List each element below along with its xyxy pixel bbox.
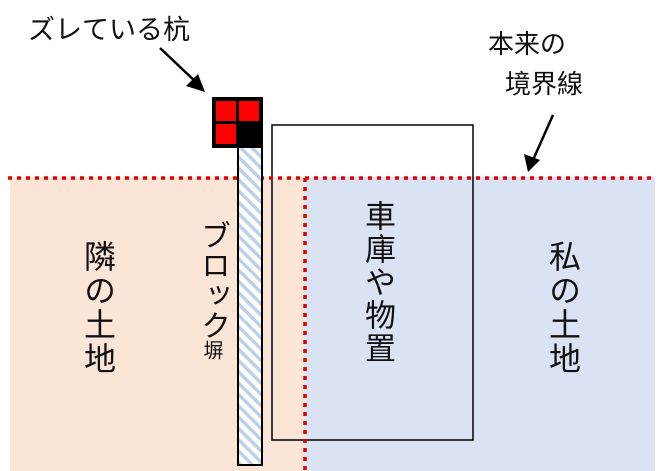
garage-label: 車庫や物置 <box>359 200 395 365</box>
block-wall-label-suffix: 塀 <box>200 340 224 360</box>
my-land-label: 私の土地 <box>544 240 582 376</box>
original-boundary-label-line2: 境界線 <box>505 70 584 100</box>
my-land-area <box>305 177 655 471</box>
original-boundary-label-line1: 本来の <box>488 30 567 60</box>
block-wall <box>237 122 263 466</box>
block-wall-label-main: ブロック <box>195 220 230 340</box>
garage-outline <box>271 124 474 441</box>
arrow-to-boundary <box>524 114 555 172</box>
shifted-pile-label: ズレている杭 <box>28 15 190 46</box>
neighbor-land-label: 隣の土地 <box>79 240 117 376</box>
block-wall-label: ブロック塀 <box>190 220 234 360</box>
arrow-to-pile <box>159 47 205 92</box>
shifted-pile <box>212 97 263 148</box>
